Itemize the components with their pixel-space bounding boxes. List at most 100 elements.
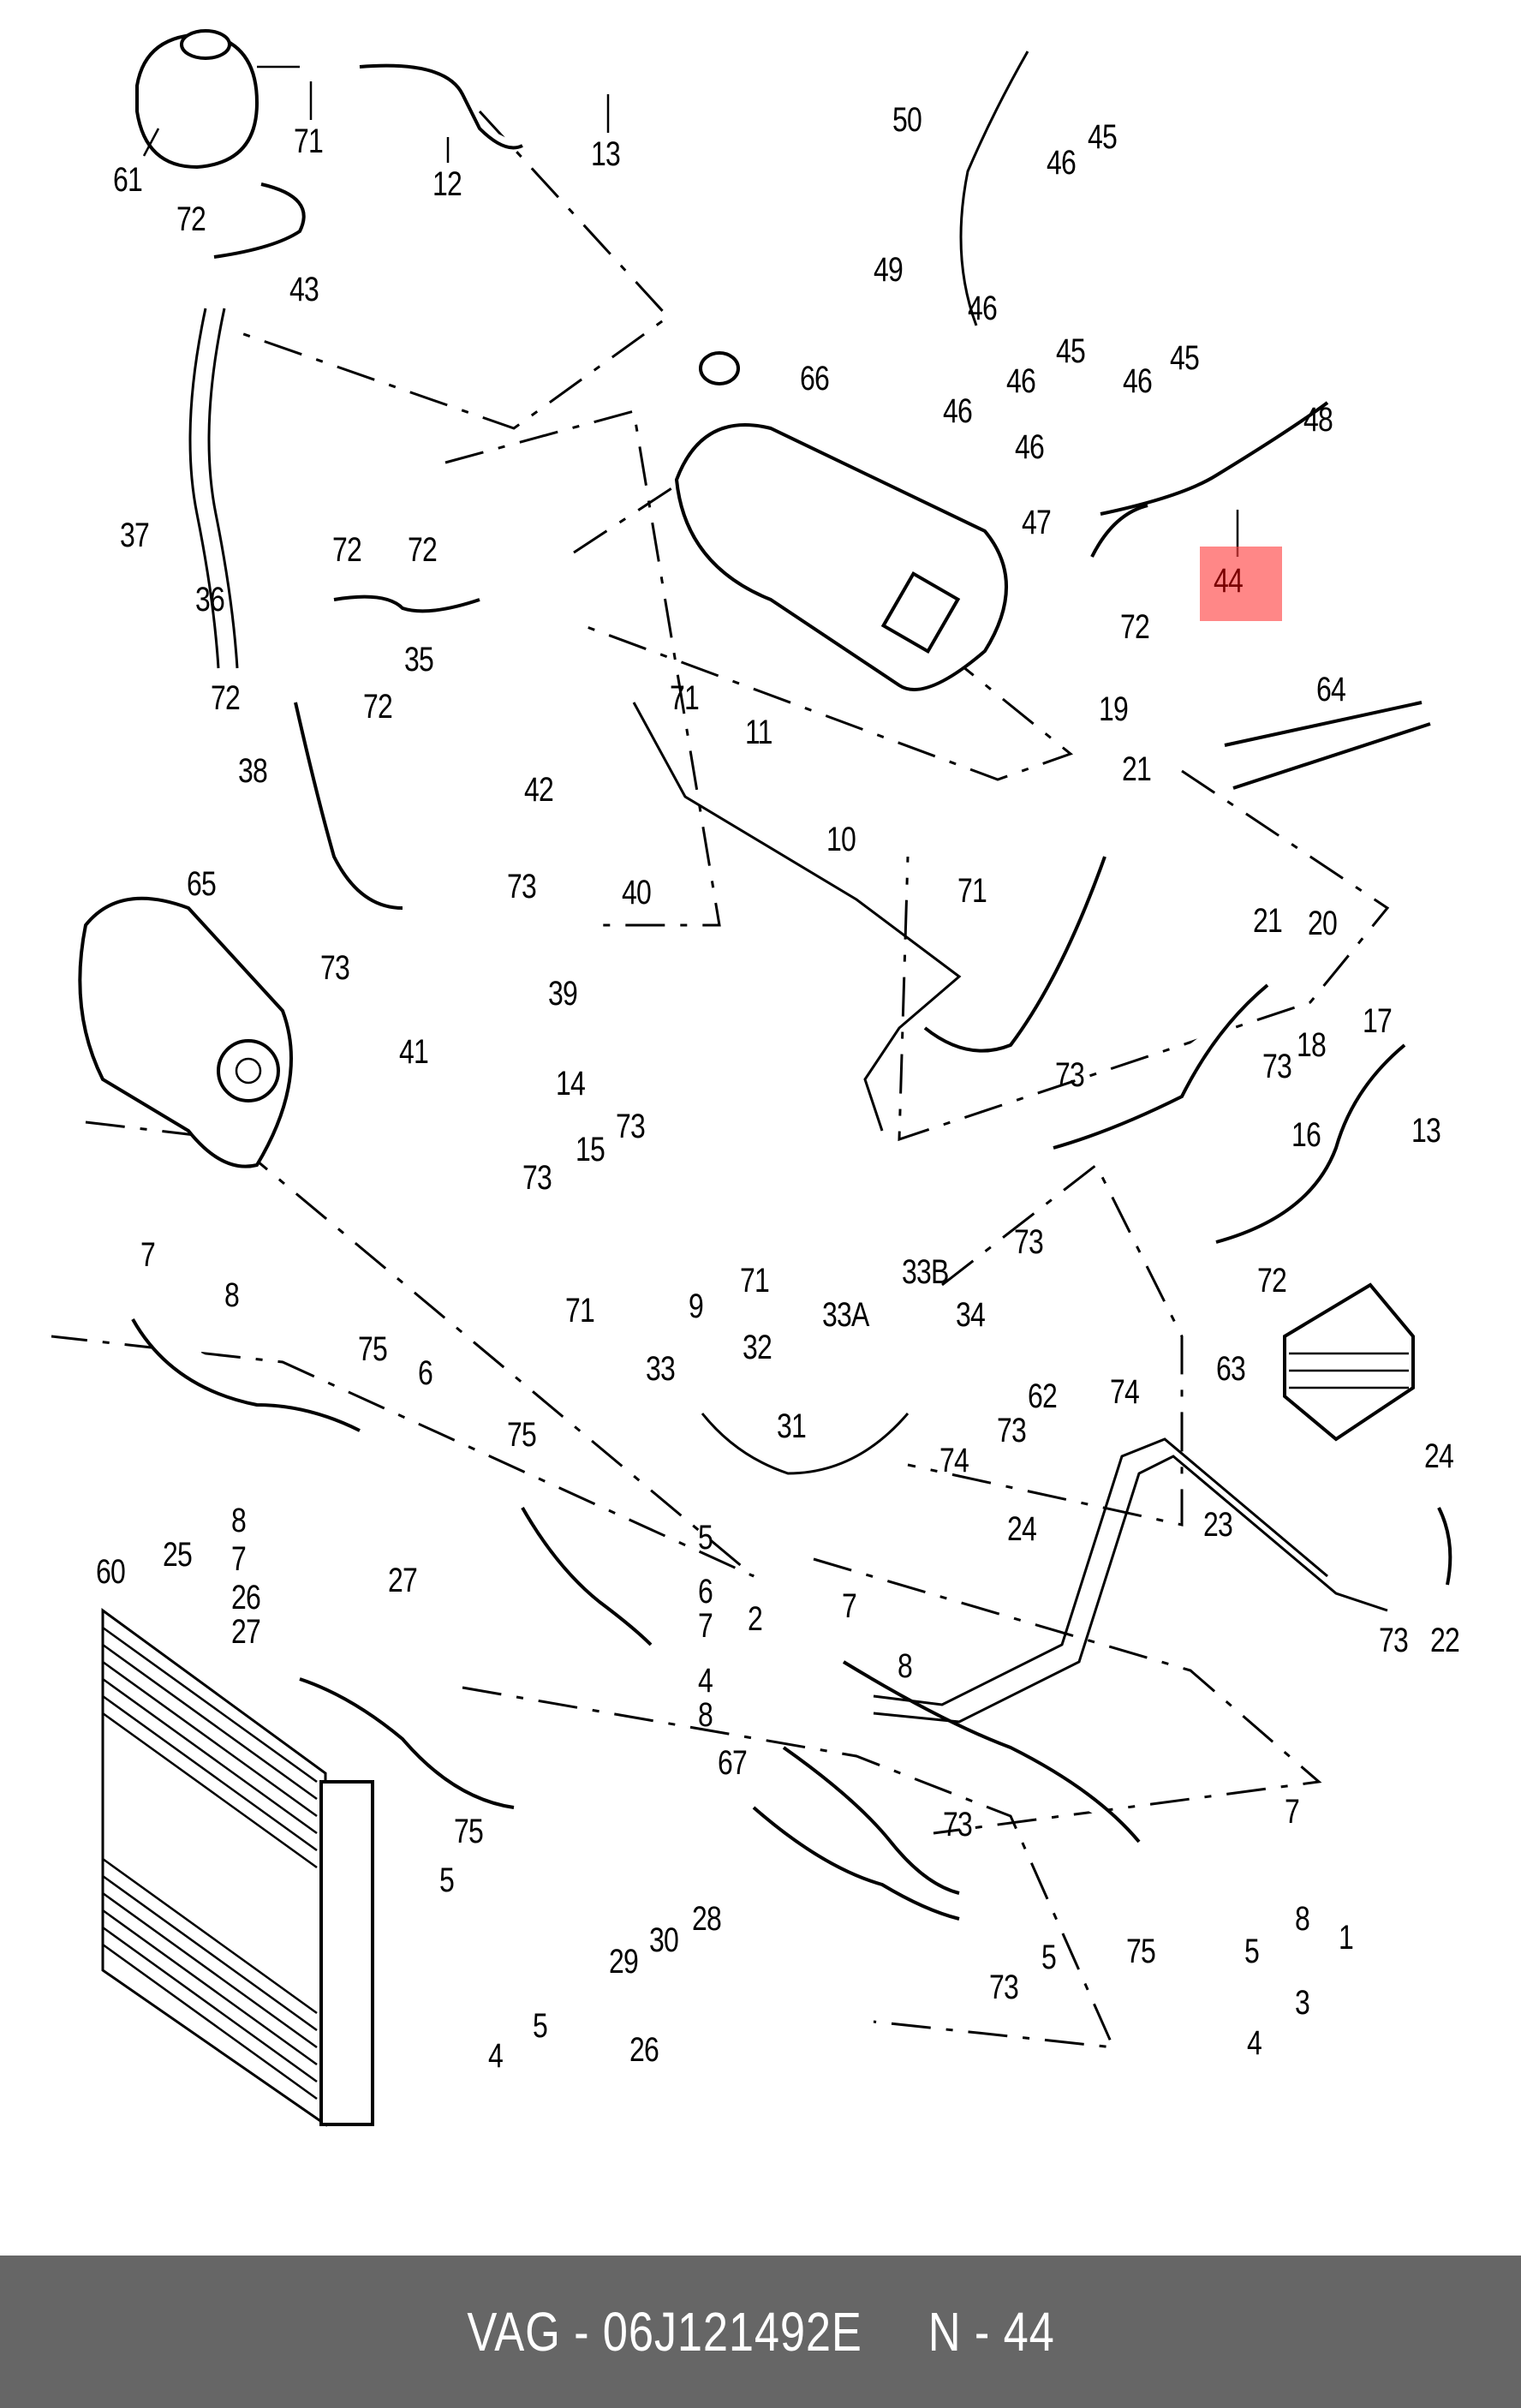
footer-part-label: VAG - 06J121492E N - 44 (466, 2301, 1055, 2363)
callout-part-2: 2 (748, 1600, 763, 1638)
callout-part-46: 46 (1047, 144, 1077, 182)
callout-part-5: 5 (1041, 1939, 1057, 1976)
callout-part-61: 61 (113, 161, 143, 199)
callout-part-75: 75 (1126, 1933, 1156, 1970)
callout-part-13: 13 (591, 135, 621, 173)
callout-part-45: 45 (1056, 332, 1086, 370)
callout-part-17: 17 (1363, 1002, 1393, 1040)
callout-part-27: 27 (231, 1613, 261, 1651)
callout-part-73: 73 (616, 1108, 646, 1145)
pipes (188, 51, 1388, 1724)
callout-part-73: 73 (989, 1969, 1019, 2006)
turbocharger-66 (674, 351, 1008, 691)
callout-part-75: 75 (358, 1330, 388, 1368)
callout-selected-part[interactable]: 44 (1214, 562, 1244, 600)
group-outlines (51, 110, 1390, 2049)
callout-part-26: 26 (629, 2031, 659, 2069)
callout-part-73: 73 (1379, 1622, 1409, 1659)
callout-part-73: 73 (507, 868, 537, 905)
callout-part-25: 25 (163, 1536, 193, 1574)
outline-upper-left (230, 110, 671, 430)
callout-part-5: 5 (698, 1519, 713, 1557)
callout-part-46: 46 (943, 392, 973, 430)
callout-part-24: 24 (1007, 1510, 1037, 1548)
callout-part-42: 42 (524, 771, 554, 809)
callout-part-46: 46 (1015, 428, 1045, 466)
callout-part-66: 66 (800, 360, 830, 397)
outline-heater-hoses (898, 769, 1390, 1142)
callout-part-62: 62 (1028, 1377, 1058, 1415)
callout-part-28: 28 (692, 1900, 722, 1938)
callout-part-73: 73 (997, 1412, 1027, 1449)
callout-part-7: 7 (231, 1540, 247, 1578)
callout-part-4: 4 (698, 1662, 713, 1700)
outline-oil-cooler (907, 1162, 1184, 1527)
callout-part-73: 73 (1014, 1223, 1044, 1261)
callout-part-48: 48 (1303, 401, 1333, 439)
callout-part-72: 72 (332, 531, 362, 569)
expansion-tank-61 (135, 29, 300, 170)
callout-part-7: 7 (140, 1236, 156, 1274)
outline-pipe-36 (444, 409, 721, 927)
callout-part-21: 21 (1122, 750, 1152, 788)
callout-part-9: 9 (689, 1288, 704, 1325)
callout-part-18: 18 (1297, 1026, 1327, 1064)
callout-part-39: 39 (548, 975, 578, 1013)
callout-part-46: 46 (968, 290, 998, 327)
callout-part-8: 8 (898, 1647, 913, 1685)
callout-part-15: 15 (576, 1131, 605, 1168)
callout-part-60: 60 (96, 1553, 126, 1591)
callout-part-47: 47 (1022, 504, 1052, 541)
callout-part-21: 21 (1253, 902, 1283, 940)
callout-part-29: 29 (609, 1943, 639, 1981)
selected-part-highlight (1200, 547, 1282, 621)
outline-pump (51, 1120, 755, 1578)
callout-part-4: 4 (1247, 2024, 1262, 2062)
callout-part-8: 8 (231, 1502, 247, 1539)
callout-part-33: 33 (646, 1350, 676, 1388)
radiator-60 (101, 1608, 374, 2127)
callout-part-71: 71 (740, 1262, 770, 1300)
callout-part-64: 64 (1316, 671, 1346, 708)
callout-part-34: 34 (956, 1296, 986, 1334)
callout-part-24: 24 (1424, 1437, 1454, 1475)
callout-part-8: 8 (1295, 1900, 1310, 1938)
callout-part-6: 6 (698, 1573, 713, 1610)
callout-part-6: 6 (418, 1354, 433, 1392)
callout-part-33b: 33B (902, 1253, 949, 1291)
callout-part-75: 75 (507, 1416, 537, 1454)
callout-part-8: 8 (224, 1276, 240, 1314)
callout-part-33a: 33A (822, 1296, 869, 1334)
callout-part-45: 45 (1088, 118, 1118, 156)
callout-part-72: 72 (408, 531, 438, 569)
callout-part-20: 20 (1308, 905, 1338, 942)
callout-part-5: 5 (533, 2007, 548, 2045)
outline-lower-right (813, 1557, 1322, 1835)
callout-part-75: 75 (454, 1813, 484, 1850)
outline-lower-center (462, 1686, 1116, 2049)
hoses (131, 63, 1452, 1921)
callout-part-14: 14 (556, 1065, 586, 1102)
callout-part-72: 72 (176, 200, 206, 238)
callout-part-63: 63 (1216, 1350, 1246, 1388)
callout-part-72: 72 (1120, 608, 1150, 646)
callout-part-67: 67 (718, 1744, 748, 1782)
callout-part-5: 5 (1244, 1933, 1260, 1970)
heater-connector-64 (1224, 701, 1431, 790)
callout-part-36: 36 (195, 581, 225, 618)
outline-turbo (573, 461, 1074, 781)
callout-part-23: 23 (1203, 1506, 1233, 1544)
callout-part-65: 65 (187, 865, 217, 903)
callout-part-38: 38 (238, 752, 268, 790)
callout-part-40: 40 (622, 874, 652, 911)
callout-part-22: 22 (1430, 1622, 1460, 1659)
callout-part-71: 71 (294, 122, 324, 160)
callout-part-73: 73 (522, 1159, 552, 1197)
callout-part-72: 72 (363, 688, 393, 726)
callout-part-71: 71 (957, 872, 987, 910)
callout-part-12: 12 (432, 165, 462, 203)
callout-part-41: 41 (399, 1033, 429, 1071)
callout-part-72: 72 (1257, 1262, 1287, 1300)
callout-part-3: 3 (1295, 1984, 1310, 2022)
